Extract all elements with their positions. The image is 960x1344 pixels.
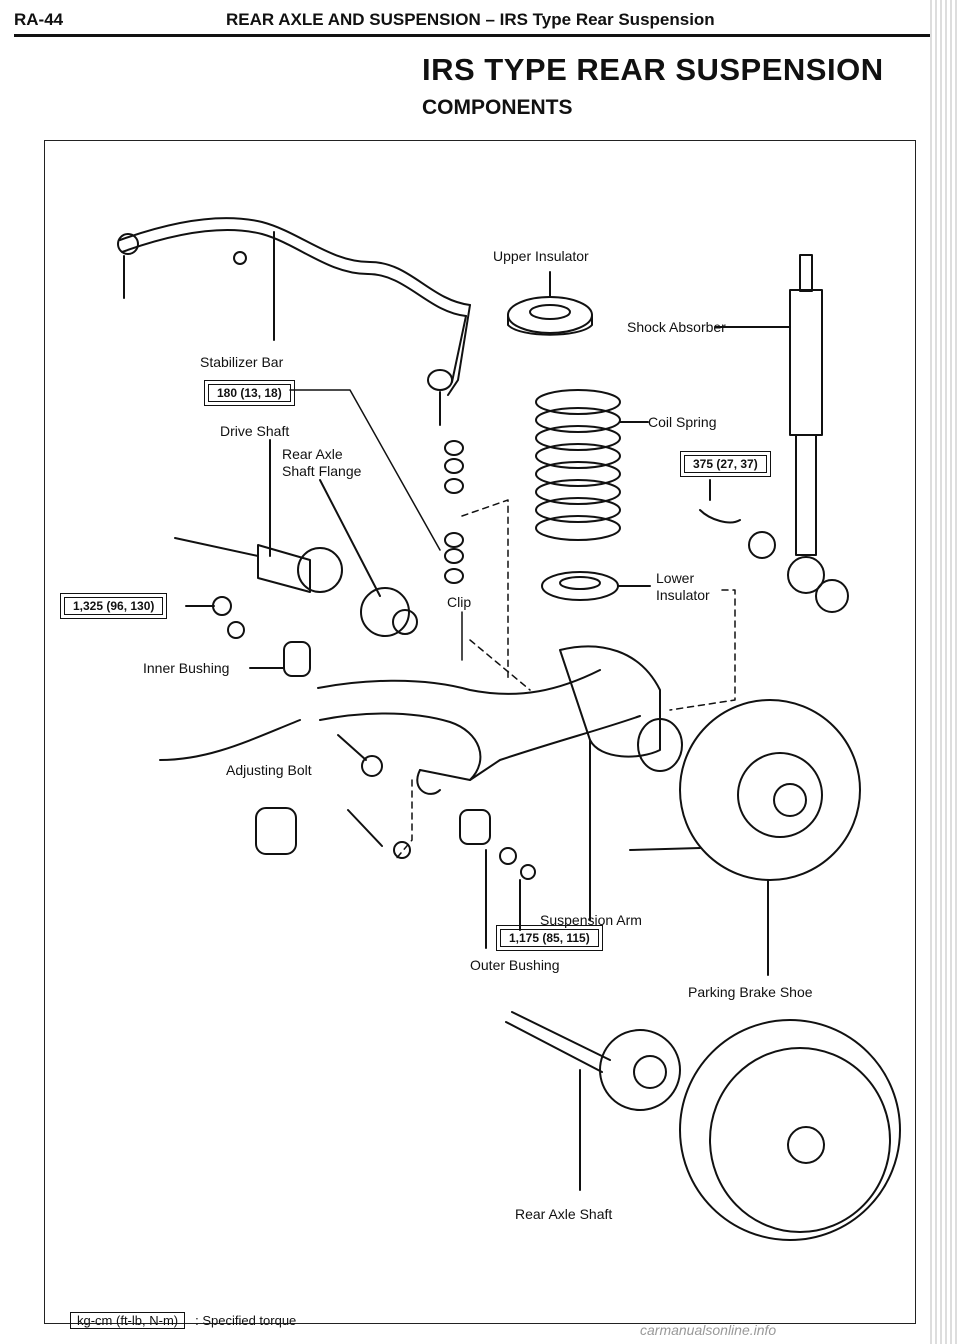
label-rear-axle-shaft-flange-line1: Rear Axle: [282, 446, 343, 462]
suspension-arm-drawing: [317, 645, 683, 921]
coil-spring-drawing: [535, 389, 649, 541]
scanned-binding-edge: [930, 0, 960, 1344]
upper-insulator-drawing: [507, 271, 593, 336]
label-lower-insulator-line1: Lower: [656, 570, 695, 586]
legend-unit-box: kg-cm (ft-lb, N-m): [70, 1312, 186, 1329]
label-stabilizer-bar: Stabilizer Bar: [200, 354, 284, 370]
label-outer-bushing: Outer Bushing: [470, 957, 560, 973]
diagram-frame: [44, 140, 916, 1324]
shock-absorber-drawing: [714, 254, 849, 613]
page-subtitle: COMPONENTS: [422, 96, 573, 119]
legend-description: : Specified torque: [195, 1313, 297, 1328]
label-rear-axle-shaft-flange-line2: Shaft Flange: [282, 463, 362, 479]
torque-legend: kg-cm (ft-lb, N-m) : Specified torque: [70, 1312, 296, 1329]
label-upper-insulator: Upper Insulator: [493, 248, 589, 264]
label-leaders: [289, 389, 463, 661]
rear-axle-shaft-drawing: [505, 1011, 681, 1191]
torque-stabilizer: 180 (13, 18): [204, 380, 295, 406]
outer-bushing-drawing: [459, 809, 536, 949]
section-title: REAR AXLE AND SUSPENSION – IRS Type Rear…: [226, 10, 715, 29]
label-shock-absorber: Shock Absorber: [627, 319, 726, 335]
brake-backing-plate-drawing: [629, 699, 861, 976]
page-header: RA-44 REAR AXLE AND SUSPENSION – IRS Typ…: [14, 8, 942, 37]
label-suspension-arm: Suspension Arm: [540, 912, 642, 928]
label-coil-spring: Coil Spring: [648, 414, 717, 430]
page-number: RA-44: [14, 10, 64, 29]
shock-bolt-drawing: [699, 479, 741, 524]
torque-shock-lower: 375 (27, 37): [680, 451, 771, 477]
label-parking-brake-shoe: Parking Brake Shoe: [688, 984, 813, 1000]
dashed-leaders: [394, 499, 736, 861]
header-rule: [14, 34, 942, 37]
brake-drum-drawing: [679, 1019, 901, 1241]
inner-bushing-drawing: [185, 596, 311, 677]
label-rear-axle-shaft: Rear Axle Shaft: [515, 1206, 613, 1222]
torque-drive-shaft: 1,325 (96, 130): [59, 593, 168, 619]
page-title: IRS TYPE REAR SUSPENSION: [422, 52, 884, 87]
watermark: carmanualsonline.info: [640, 1322, 777, 1338]
label-drive-shaft: Drive Shaft: [220, 423, 290, 439]
shaft-flange-drawing: [319, 479, 418, 637]
torque-suspension-arm: 1,175 (85, 115): [496, 925, 603, 951]
stabilizer-bar-drawing: [117, 217, 471, 396]
label-adjusting-bolt: Adjusting Bolt: [226, 762, 312, 778]
label-lower-insulator-line2: Insulator: [656, 587, 710, 603]
lower-insulator-drawing: [541, 571, 651, 601]
label-inner-bushing: Inner Bushing: [143, 660, 230, 676]
adjusting-bolt-drawing: [159, 719, 411, 859]
label-clip: Clip: [447, 594, 472, 610]
drive-shaft-drawing: [174, 439, 343, 593]
link-bushings-drawing: [427, 369, 464, 584]
